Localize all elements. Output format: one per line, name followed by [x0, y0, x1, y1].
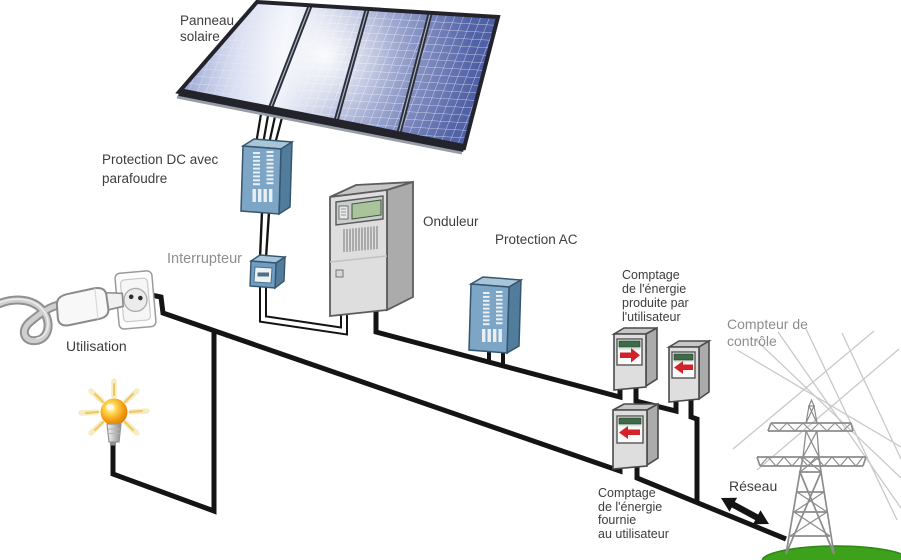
arrow-left-icon — [674, 361, 693, 374]
ac-protection-box — [468, 276, 524, 355]
supply-meter-label: Comptage de l'énergie fournie au utilisa… — [598, 486, 669, 541]
wire-bulb-branch — [110, 330, 217, 515]
inverter-lcd-screen — [351, 199, 382, 220]
transmission-tower-icon — [756, 398, 867, 555]
arrow-right-icon — [620, 348, 640, 363]
control-meter-label: Compteur de contrôle — [727, 316, 808, 349]
ac-protection-label: Protection AC — [495, 232, 578, 247]
usage-label: Utilisation — [66, 338, 127, 354]
wire-dc-protection-to-switch — [258, 211, 271, 259]
wall-outlet — [114, 270, 157, 330]
production-meter — [611, 326, 658, 391]
grass-mound — [761, 545, 901, 560]
switch-label: Interrupteur — [167, 251, 242, 267]
bulb-socket — [106, 423, 122, 446]
solar-panel — [175, 0, 501, 155]
switch-box — [248, 254, 288, 290]
dc-protection-box — [240, 138, 295, 216]
dc-protection-label: Protection DC avec parafoudre — [102, 152, 219, 186]
power-cord — [0, 295, 65, 346]
light-bulb-icon — [78, 378, 150, 446]
double-headed-arrow-icon — [721, 497, 769, 525]
grid-label: Réseau — [729, 478, 778, 494]
wire-inverter-to-production-meter — [373, 311, 623, 401]
wire-control-meter-down — [688, 399, 700, 504]
inverter-box — [329, 180, 414, 317]
control-meter — [666, 339, 712, 403]
panel-label: Panneau solaire — [180, 13, 235, 44]
supply-meter — [612, 402, 659, 470]
arrow-left-icon — [619, 426, 640, 439]
overhead-power-lines — [732, 328, 901, 521]
wire-switch-to-inverter-inner — [261, 286, 346, 334]
power-plug — [0, 287, 125, 346]
wire-outlet-to-supply-meter — [150, 292, 623, 475]
inverter-label: Onduleur — [423, 214, 479, 229]
production-meter-label: Comptage de l'énergie produite par l'uti… — [622, 268, 689, 324]
